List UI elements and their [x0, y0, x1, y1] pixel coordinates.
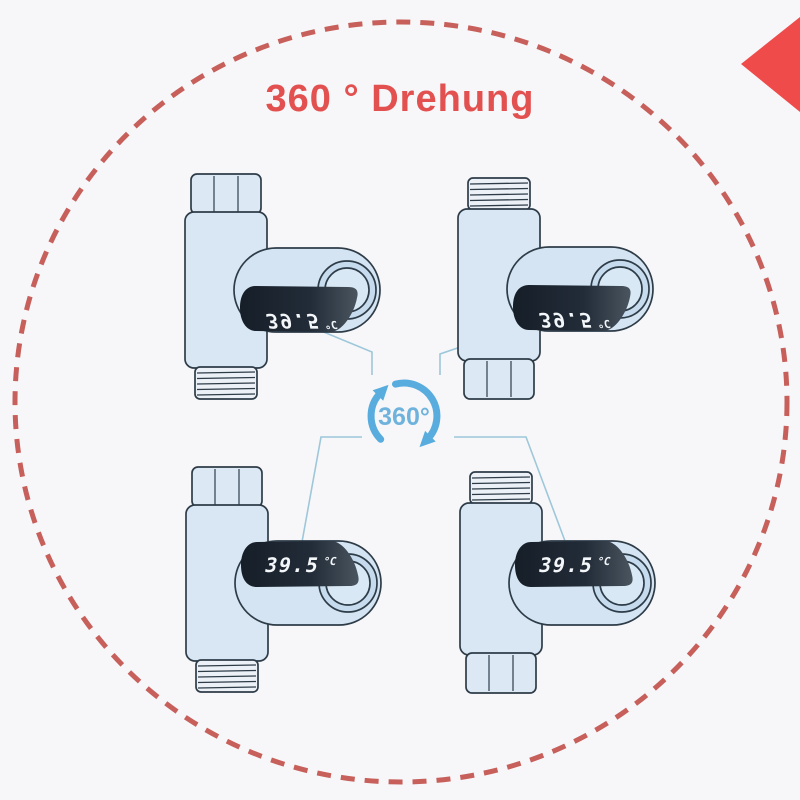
- rotation-arrow-arc: [367, 389, 385, 443]
- rotation-arrow-head: [419, 430, 436, 448]
- temperature-display: 39.5°C: [264, 309, 339, 333]
- thermometer-top-left: 39.5°C: [184, 173, 381, 400]
- rotation-arrow-arc: [392, 379, 441, 443]
- corner-triangle-icon: [741, 17, 800, 112]
- threads-fitting: [194, 366, 258, 400]
- page-title: 360 ° Drehung: [265, 78, 535, 120]
- rotation-360-icon: 360°: [367, 379, 441, 448]
- hex-nut-fitting: [191, 466, 263, 508]
- threads-fitting: [195, 659, 259, 693]
- threads-fitting: [469, 471, 533, 505]
- hex-nut-fitting: [465, 652, 537, 694]
- threads-fitting: [467, 177, 531, 211]
- connector-line-bottom-left: [301, 436, 362, 543]
- hex-nut-fitting: [190, 173, 262, 215]
- thermometer-bottom-right: 39.5°C: [459, 471, 656, 694]
- temperature-display: 39.5°C: [537, 308, 612, 332]
- thermometer-bottom-left: 39.5°C: [185, 466, 382, 693]
- rotation-label: 360°: [378, 403, 430, 431]
- connector-line-bottom-right: [454, 436, 566, 542]
- temperature-display: 39.5°C: [537, 553, 612, 577]
- hex-nut-fitting: [463, 358, 535, 400]
- thermometer-top-right: 39.5°C: [457, 177, 654, 400]
- rotation-arrow-head: [372, 384, 389, 401]
- dashed-circle-border: [12, 19, 790, 785]
- temperature-display: 39.5°C: [263, 553, 338, 577]
